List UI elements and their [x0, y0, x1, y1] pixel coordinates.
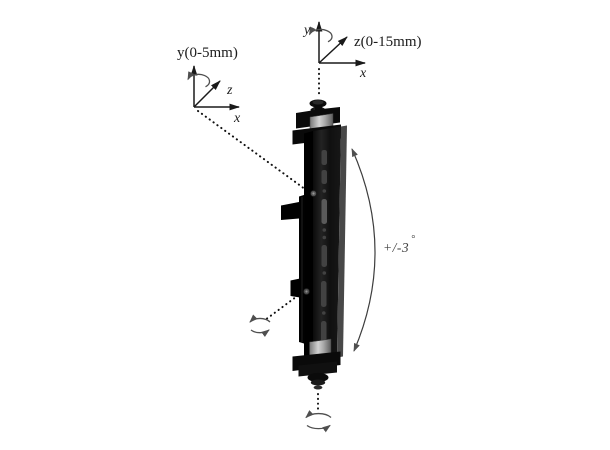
bottom-knob-tip — [313, 385, 323, 390]
rail-front-face — [313, 126, 341, 364]
right-z-axis-arrow — [318, 36, 348, 64]
rail-slot — [321, 281, 327, 307]
tilt-degree-symbol: ° — [411, 234, 415, 245]
left-y-rotation-arrow-icon — [187, 71, 211, 88]
left-y-axis-label: y(0-5mm) — [177, 45, 238, 61]
mid-rotation-top-arc — [249, 314, 271, 323]
mid-rotation-arrow-icon — [249, 314, 271, 337]
wall-plate-bottom-tab — [290, 278, 300, 298]
rail-hole — [322, 271, 327, 275]
bottom-knob — [307, 372, 329, 383]
tilt-range-arc-arrow — [351, 148, 376, 352]
bottom-knob-collar — [310, 379, 326, 386]
leader-left-origin-to-bracket — [197, 110, 310, 193]
rail-slot — [321, 199, 327, 224]
wall-plate-top-tab — [281, 202, 299, 220]
bottom-adjustment-screw — [303, 288, 310, 295]
rail-hole — [322, 228, 327, 232]
left-z-axis-arrow — [193, 80, 221, 108]
rail-slot — [321, 321, 327, 342]
top-knob-highlight — [312, 100, 324, 105]
rail-slot — [321, 170, 327, 184]
screw-center — [305, 290, 308, 293]
rail-hole — [322, 235, 327, 240]
screw-center — [312, 192, 315, 195]
right-y-rotation-arrow-icon — [308, 26, 333, 43]
bottom-rotation-bottom-arc — [306, 424, 331, 433]
bottom-rotation-top-arc — [305, 410, 332, 419]
right-z-axis-label: z(0-15mm) — [354, 34, 421, 50]
dotted-leader-lines — [197, 68, 320, 413]
left-x-axis-label: x — [233, 111, 241, 126]
right-axis-triad — [308, 21, 366, 67]
rail-right-edge — [337, 125, 347, 358]
bottom-rotation-arrow-icon — [305, 410, 332, 433]
right-y-axis-label: y — [302, 23, 311, 38]
top-adjustment-screw — [310, 190, 317, 197]
rail-slot-column — [321, 150, 327, 350]
mount-rail-bracket — [281, 99, 347, 390]
mid-rotation-bottom-arc — [250, 329, 270, 337]
rail-slot — [321, 150, 327, 165]
left-axis-triad — [187, 65, 240, 111]
tilt-range-label: +/-3 — [383, 240, 409, 255]
rail-hole — [322, 311, 326, 315]
rail-left-face — [304, 131, 313, 364]
bottom-hook-flange — [298, 361, 337, 377]
right-x-axis-label: x — [359, 66, 367, 81]
rail-hole — [322, 189, 327, 193]
rail-slot — [321, 245, 327, 267]
left-z-axis-label: z — [226, 83, 233, 98]
